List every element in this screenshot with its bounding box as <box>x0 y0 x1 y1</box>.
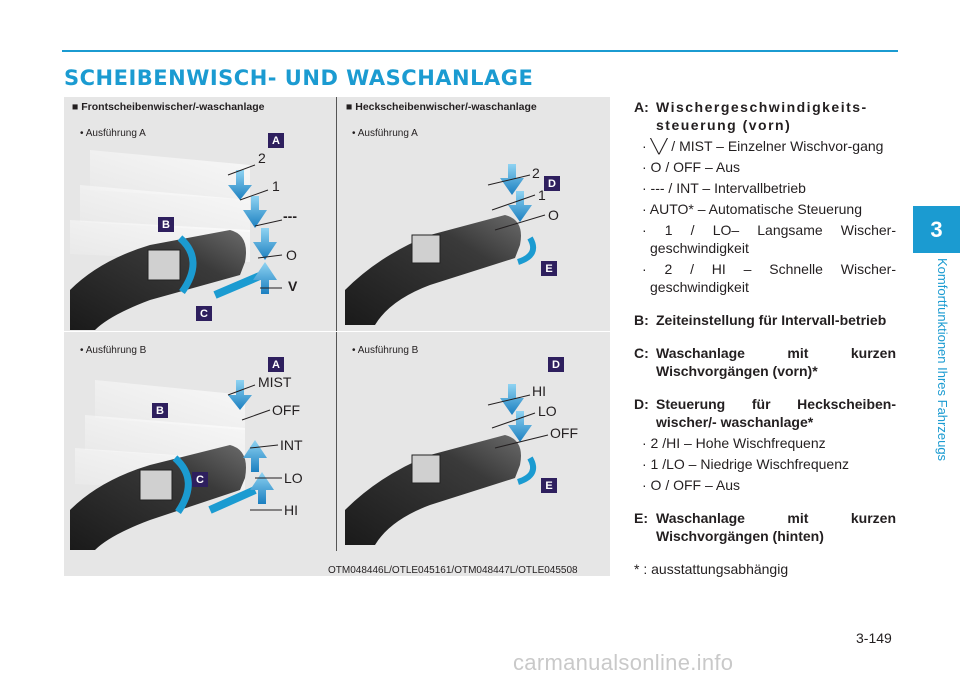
rear-wiper-lever-b <box>345 384 533 545</box>
callout-c-front-a: C <box>196 306 212 321</box>
front-b-pos-off: OFF <box>272 402 300 418</box>
rear-figure-label: ■ Heckscheibenwischer/-waschanlage <box>346 101 537 113</box>
legend-a-item-4: · AUTO* – Automatische Steuerung <box>634 200 896 218</box>
legend-a-item-5: · 1 / LO– Langsame Wischer-geschwindigke… <box>634 221 896 257</box>
front-b-pos-lo: LO <box>284 470 303 486</box>
legend-a-key: A: <box>634 98 656 134</box>
rear-variant-a: • Ausführung A <box>352 128 418 139</box>
legend-d: D:Steuerung für Heckscheiben-wischer/- w… <box>634 395 896 494</box>
front-b-pos-hi: HI <box>284 502 298 518</box>
legend-a-item-3: · --- / INT – Intervallbetrieb <box>634 179 896 197</box>
callout-a-front-b: A <box>268 357 284 372</box>
figure-divider-horizontal <box>64 331 610 332</box>
legend-d-item-1: · 2 /HI – Hohe Wischfrequenz <box>634 434 896 452</box>
watermark: carmanualsonline.info <box>513 650 733 676</box>
legend-a-title: Wischergeschwindigkeits-steuerung (vorn) <box>656 98 896 134</box>
legend-d-title: Steuerung für Heckscheiben-wischer/- was… <box>656 395 896 431</box>
figure-divider-vertical <box>336 97 337 551</box>
legend-e: E:Waschanlage mit kurzen Wischvorgängen … <box>634 509 896 545</box>
front-a-pos-mist: V <box>288 278 297 294</box>
legend-c: C:Waschanlage mit kurzen Wischvorgängen … <box>634 344 896 380</box>
page-number: 3-149 <box>856 630 892 646</box>
legend-d-item-3: · O / OFF – Aus <box>634 476 896 494</box>
figure-code: OTM048446L/OTLE045161/OTM048447L/OTLE045… <box>328 565 578 576</box>
legend-a-item-2: · O / OFF – Aus <box>634 158 896 176</box>
legend-b-title: Zeiteinstellung für Intervall-betrieb <box>656 311 896 329</box>
front-figure-label: ■ Frontscheibenwischer/-waschanlage <box>72 101 264 113</box>
callout-b-front-a: B <box>158 217 174 232</box>
front-wiper-lever-a <box>70 150 262 330</box>
front-variant-b: • Ausführung B <box>80 345 146 356</box>
legend-b: B:Zeiteinstellung für Intervall-betrieb <box>634 311 896 329</box>
front-variant-a: • Ausführung A <box>80 128 146 139</box>
footnote: * : ausstattungsabhängig <box>634 560 896 578</box>
rear-a-pos-1: 1 <box>538 187 546 203</box>
rear-variant-b: • Ausführung B <box>352 345 418 356</box>
front-a-pos-2: 2 <box>258 150 266 166</box>
front-b-pos-int: INT <box>280 437 303 453</box>
callout-c-front-b: C <box>192 472 208 487</box>
legend-a: A:Wischergeschwindigkeits-steuerung (vor… <box>634 98 896 296</box>
front-a-pos-1: 1 <box>272 178 280 194</box>
legend-d-item-2: · 1 /LO – Niedrige Wischfrequenz <box>634 455 896 473</box>
legend-e-key: E: <box>634 509 656 545</box>
rear-b-pos-hi: HI <box>532 383 546 399</box>
rear-a-pos-2: 2 <box>532 165 540 181</box>
legend-b-key: B: <box>634 311 656 329</box>
callout-e-rear-b: E <box>541 478 557 493</box>
callout-d-rear-a: D <box>544 176 560 191</box>
legend-c-title: Waschanlage mit kurzen Wischvorgängen (v… <box>656 344 896 380</box>
callout-d-rear-b: D <box>548 357 564 372</box>
legend-a-item-1: · ╲╱ / MIST – Einzelner Wischvor-gang <box>634 137 896 155</box>
legend-column: A:Wischergeschwindigkeits-steuerung (vor… <box>634 98 896 578</box>
legend-e-title: Waschanlage mit kurzen Wischvorgängen (h… <box>656 509 896 545</box>
rear-wiper-lever-a <box>345 164 533 325</box>
front-a-pos-int: --- <box>283 208 297 224</box>
legend-c-key: C: <box>634 344 656 380</box>
rear-b-pos-lo: LO <box>538 403 557 419</box>
rear-a-pos-off: O <box>548 207 559 223</box>
legend-a-item-6: · 2 / HI – Schnelle Wischer-geschwindigk… <box>634 260 896 296</box>
front-a-pos-off: O <box>286 247 297 263</box>
callout-b-front-b: B <box>152 403 168 418</box>
callout-a-front-a: A <box>268 133 284 148</box>
rear-b-pos-off: OFF <box>550 425 578 441</box>
callout-e-rear-a: E <box>541 261 557 276</box>
front-b-pos-mist: MIST <box>258 374 291 390</box>
legend-d-key: D: <box>634 395 656 431</box>
